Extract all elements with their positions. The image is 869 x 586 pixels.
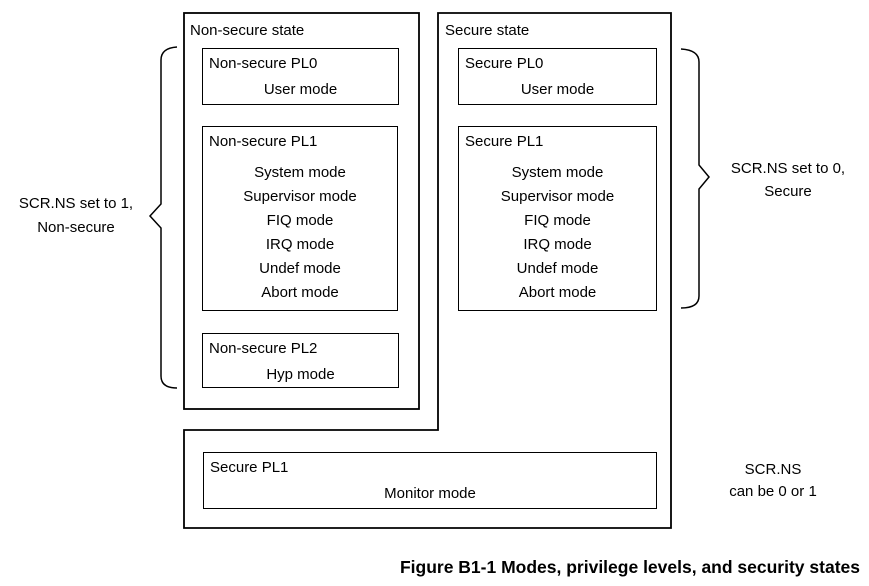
left-annotation-line1: SCR.NS set to 1,	[18, 195, 134, 212]
mode-line: FIQ mode	[524, 212, 591, 229]
mode-line: Supervisor mode	[243, 188, 357, 205]
right-annotation-line2: Secure	[764, 183, 812, 200]
non-secure-pl2-label: Non-secure PL2	[209, 340, 318, 357]
non-secure-pl0-box: Non-secure PL0 User mode	[202, 48, 399, 105]
mode-line: IRQ mode	[265, 236, 335, 253]
secure-pl1-monitor-box: Secure PL1 Monitor mode	[203, 452, 657, 509]
mode-line: Undef mode	[516, 260, 599, 277]
left-brace	[148, 46, 178, 389]
secure-pl0-label: Secure PL0	[465, 55, 544, 72]
secure-pl1-monitor-mode: Monitor mode	[384, 485, 476, 502]
non-secure-state-outline	[183, 12, 420, 410]
secure-pl0-box: Secure PL0 User mode	[458, 48, 657, 105]
mode-line: Undef mode	[259, 260, 341, 277]
non-secure-pl0-label: Non-secure PL0	[209, 55, 318, 72]
secure-state-title: Secure state	[445, 22, 530, 39]
non-secure-pl1-label: Non-secure PL1	[209, 133, 318, 150]
mode-line: System mode	[511, 164, 604, 181]
secure-pl1-box: Secure PL1 System mode Supervisor mode F…	[458, 126, 657, 311]
mode-line: Abort mode	[261, 284, 339, 301]
secure-pl1-label: Secure PL1	[465, 133, 544, 150]
secure-state-outline	[183, 12, 672, 529]
bottom-right-annotation: SCR.NS can be 0 or 1	[703, 459, 843, 503]
left-annotation-line2: Non-secure	[37, 219, 115, 236]
mode-line: IRQ mode	[523, 236, 592, 253]
left-annotation: SCR.NS set to 1, Non-secure	[0, 192, 152, 240]
right-annotation-line1: SCR.NS set to 0,	[730, 160, 846, 177]
secure-pl0-mode: User mode	[520, 81, 595, 98]
non-secure-pl1-modes: System mode Supervisor mode FIQ mode IRQ…	[203, 161, 397, 305]
non-secure-pl2-box: Non-secure PL2 Hyp mode	[202, 333, 399, 388]
bottom-right-annotation-line1: SCR.NS	[744, 461, 802, 478]
mode-line: FIQ mode	[266, 212, 334, 229]
non-secure-state-title: Non-secure state	[190, 22, 305, 39]
secure-pl1-monitor-label: Secure PL1	[210, 459, 289, 476]
mode-line: Supervisor mode	[500, 188, 615, 205]
figure-caption: Figure B1-1 Modes, privilege levels, and…	[399, 557, 860, 577]
right-annotation: SCR.NS set to 0, Secure	[712, 157, 864, 203]
non-secure-pl1-box: Non-secure PL1 System mode Supervisor mo…	[202, 126, 398, 311]
bottom-right-annotation-line2: can be 0 or 1	[729, 483, 817, 500]
right-brace	[680, 48, 710, 309]
secure-pl1-modes: System mode Supervisor mode FIQ mode IRQ…	[459, 161, 656, 305]
mode-line: System mode	[254, 164, 346, 181]
mode-line: Abort mode	[518, 284, 597, 301]
non-secure-pl0-mode: User mode	[263, 81, 338, 98]
non-secure-pl2-mode: Hyp mode	[266, 366, 335, 383]
